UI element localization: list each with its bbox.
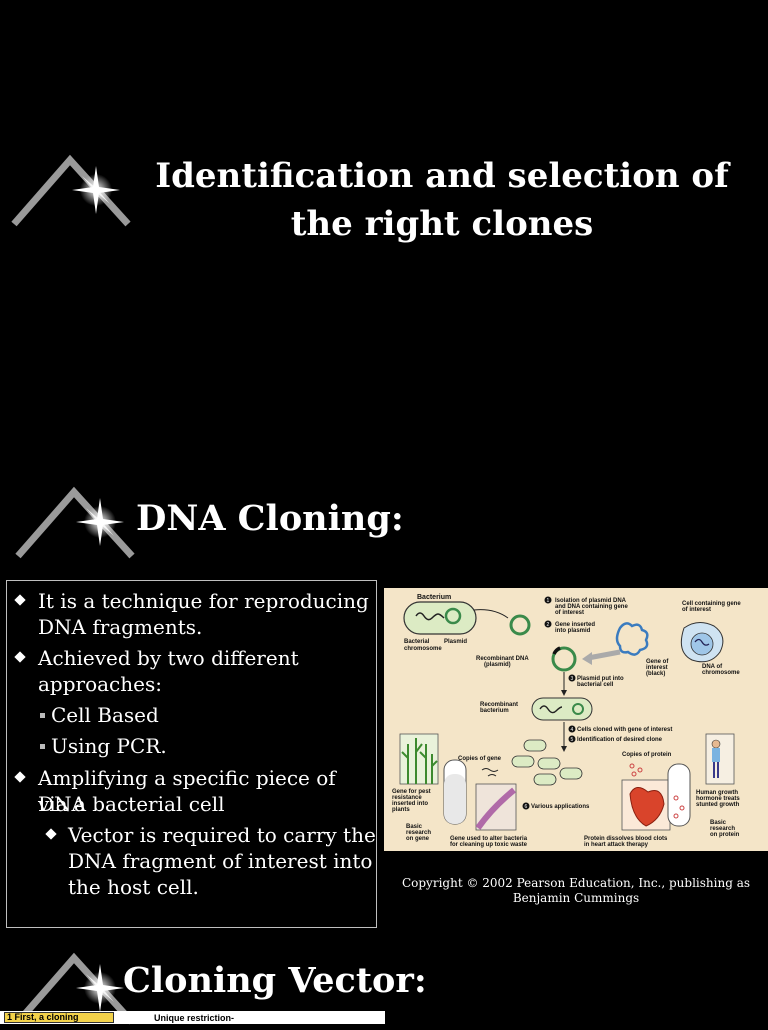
svg-text:Cells cloned with gene of inte: Cells cloned with gene of interest <box>577 727 672 733</box>
bullet-box: It is a technique for reproducing DNA fr… <box>6 580 377 928</box>
svg-text:for cleaning up toxic waste: for cleaning up toxic waste <box>450 842 528 848</box>
dna-cloning-figure: Bacterium Bacterial chromosome Plasmid 1… <box>384 588 768 851</box>
svg-text:Copies of protein: Copies of protein <box>622 752 672 758</box>
svg-text:5: 5 <box>571 737 574 743</box>
svg-text:Gene inserted: Gene inserted <box>555 622 595 628</box>
svg-text:Plasmid put into: Plasmid put into <box>577 676 624 682</box>
svg-text:in heart attack therapy: in heart attack therapy <box>584 842 649 848</box>
svg-text:Identification of desired clon: Identification of desired clone <box>577 737 663 743</box>
svg-text:Plasmid: Plasmid <box>444 639 467 645</box>
bullet-text: Amplifying a specific piece of DNA <box>38 766 336 816</box>
page-title: Identification and selection of the righ… <box>150 152 734 248</box>
recombinant-plasmid-icon <box>551 646 577 672</box>
isolated-plasmid-icon <box>509 614 531 636</box>
svg-text:hormone treats: hormone treats <box>696 796 740 802</box>
sub-bullet-text: Using PCR. <box>51 734 167 758</box>
svg-text:of interest: of interest <box>682 607 711 613</box>
svg-text:on gene: on gene <box>406 836 430 842</box>
svg-text:(black): (black) <box>646 671 665 677</box>
svg-text:Bacterial: Bacterial <box>404 639 430 645</box>
star-logo-icon <box>14 484 139 564</box>
test-tube-icon <box>667 763 691 827</box>
svg-text:(plasmid): (plasmid) <box>484 662 511 668</box>
cloning-vector-figure: 1 First, a cloning Unique restriction- <box>0 1011 385 1024</box>
svg-text:Gene for pest: Gene for pest <box>392 789 431 795</box>
svg-text:stunted growth: stunted growth <box>696 802 740 808</box>
svg-text:3: 3 <box>571 676 574 682</box>
svg-text:Human growth: Human growth <box>696 790 738 796</box>
bullet-text: Vector is required to carry the <box>68 823 376 847</box>
figure-step-label: 1 First, a cloning <box>4 1012 114 1023</box>
svg-text:chromosome: chromosome <box>404 646 442 652</box>
svg-text:Gene of: Gene of <box>646 659 669 665</box>
title-line-1: Identification and selection of <box>155 156 729 196</box>
bullet-text: approaches: <box>38 672 162 696</box>
svg-text:Copies of gene: Copies of gene <box>458 756 502 762</box>
figure-caption-text: Unique restriction- <box>154 1013 235 1023</box>
svg-text:6: 6 <box>525 804 528 810</box>
svg-text:Basic: Basic <box>710 820 727 826</box>
plasmid-icon <box>444 607 462 625</box>
svg-text:research: research <box>710 826 735 832</box>
bullet-text: Achieved by two different <box>38 646 299 670</box>
bullet-diamond-icon <box>14 771 26 783</box>
svg-text:research: research <box>406 830 431 836</box>
bullet-text: the host cell. <box>68 875 199 899</box>
svg-text:of interest: of interest <box>555 610 584 616</box>
section-heading-dna-cloning: DNA Cloning: <box>136 498 404 539</box>
chromosome-icon <box>415 612 445 621</box>
bullet-text: DNA fragment of interest into <box>68 849 373 873</box>
sub-bullet-text: Cell Based <box>51 703 159 727</box>
star-logo-icon <box>10 152 135 232</box>
svg-text:2: 2 <box>547 622 550 628</box>
bullet-text: via a bacterial cell <box>38 792 225 816</box>
sub-bullet-square-icon <box>40 713 45 718</box>
svg-text:into plasmid: into plasmid <box>555 628 591 634</box>
bullet-text: It is a technique for reproducing <box>38 589 369 613</box>
svg-text:Basic: Basic <box>406 824 423 830</box>
svg-text:Cell containing gene: Cell containing gene <box>682 601 741 607</box>
figure-copyright: Copyright © 2002 Pearson Education, Inc.… <box>401 876 751 905</box>
section-heading-cloning-vector: Cloning Vector: <box>123 960 427 1001</box>
svg-text:interest: interest <box>646 665 668 671</box>
svg-text:Isolation of plasmid DNA: Isolation of plasmid DNA <box>555 598 627 604</box>
gene-of-interest-icon <box>615 622 649 656</box>
svg-text:4: 4 <box>571 727 574 733</box>
bullet-diamond-icon <box>14 651 26 663</box>
svg-text:on protein: on protein <box>710 832 740 838</box>
svg-text:Protein dissolves blood clots: Protein dissolves blood clots <box>584 836 668 842</box>
svg-text:Gene used to alter bacteria: Gene used to alter bacteria <box>450 836 528 842</box>
bullet-text: DNA fragments. <box>38 615 203 639</box>
svg-text:bacterial cell: bacterial cell <box>577 682 614 688</box>
svg-text:bacterium: bacterium <box>480 708 509 714</box>
bullet-diamond-icon <box>45 828 57 840</box>
sub-bullet-square-icon <box>40 744 45 749</box>
svg-text:Bacterium: Bacterium <box>417 594 451 601</box>
svg-text:Various applications: Various applications <box>531 804 590 810</box>
title-line-2: the right clones <box>290 204 594 244</box>
svg-text:resistance: resistance <box>392 795 422 801</box>
svg-text:Recombinant DNA: Recombinant DNA <box>476 656 529 662</box>
svg-text:and DNA containing gene: and DNA containing gene <box>555 604 628 610</box>
bacterium-cell-icon <box>403 601 477 635</box>
svg-text:DNA of: DNA of <box>702 664 723 670</box>
svg-text:Recombinant: Recombinant <box>480 702 518 708</box>
svg-text:plants: plants <box>392 807 410 813</box>
svg-text:1: 1 <box>547 598 550 604</box>
svg-text:chromosome: chromosome <box>702 670 740 676</box>
svg-text:inserted into: inserted into <box>392 801 428 807</box>
bullet-diamond-icon <box>14 594 26 606</box>
